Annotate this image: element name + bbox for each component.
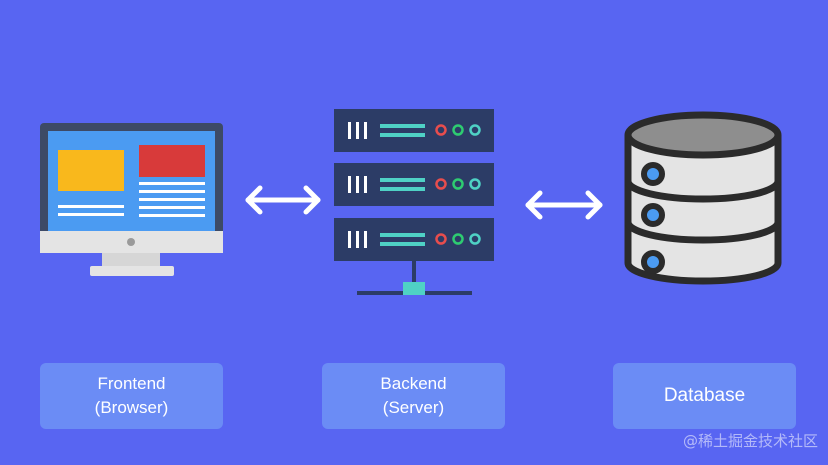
database-icon [624, 111, 782, 285]
backend-title: Backend [380, 374, 447, 393]
server-unit [334, 218, 494, 261]
database-title: Database [663, 385, 746, 406]
frontend-subtitle: (Browser) [94, 398, 169, 417]
double-arrow-icon [525, 190, 603, 220]
watermark: @稀土掘金技术社区 [682, 432, 818, 450]
backend-label-box: Backend (Server) [322, 363, 505, 429]
frontend-title: Frontend [97, 374, 166, 393]
frontend-label-box: Frontend (Browser) [40, 363, 223, 429]
backend-subtitle: (Server) [382, 398, 445, 417]
server-unit [334, 163, 494, 206]
monitor-icon [40, 123, 223, 276]
server-rack-icon [334, 109, 494, 295]
server-unit [334, 109, 494, 152]
double-arrow-icon [245, 185, 321, 215]
database-label-box: Database [613, 363, 796, 429]
